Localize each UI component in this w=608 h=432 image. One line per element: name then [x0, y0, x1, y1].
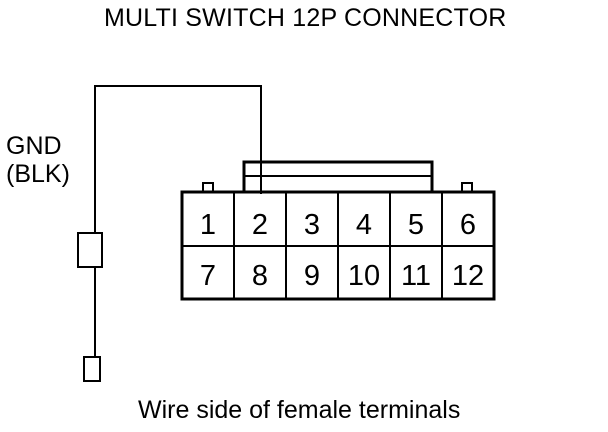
terminal-10: 10 — [348, 260, 380, 292]
terminal-12: 12 — [452, 260, 484, 292]
terminal-9: 9 — [304, 260, 320, 292]
terminal-1: 1 — [200, 209, 216, 241]
connector-key-right — [461, 182, 473, 193]
terminal-3: 3 — [304, 209, 320, 241]
ground-clip — [83, 356, 101, 382]
diagram-caption: Wire side of female terminals — [138, 396, 461, 424]
probe-wire — [94, 85, 262, 222]
terminal-grid — [182, 192, 494, 299]
terminal-8: 8 — [252, 260, 268, 292]
terminal-6: 6 — [460, 209, 476, 241]
terminal-2: 2 — [252, 209, 268, 241]
terminal-5: 5 — [408, 209, 424, 241]
diagram-title: MULTI SWITCH 12P CONNECTOR — [104, 4, 507, 32]
connector-key-left — [202, 182, 214, 193]
ground-label-line2: (BLK) — [6, 160, 70, 188]
terminal-7: 7 — [200, 260, 216, 292]
ground-label: GND (BLK) — [6, 132, 70, 188]
terminal-4: 4 — [356, 209, 372, 241]
ground-label-line1: GND — [6, 132, 62, 160]
probe-clip-upper — [77, 232, 103, 268]
terminal-11: 11 — [401, 260, 431, 292]
terminal-labels: 1 2 3 4 5 6 7 8 9 10 11 12 — [200, 209, 484, 292]
